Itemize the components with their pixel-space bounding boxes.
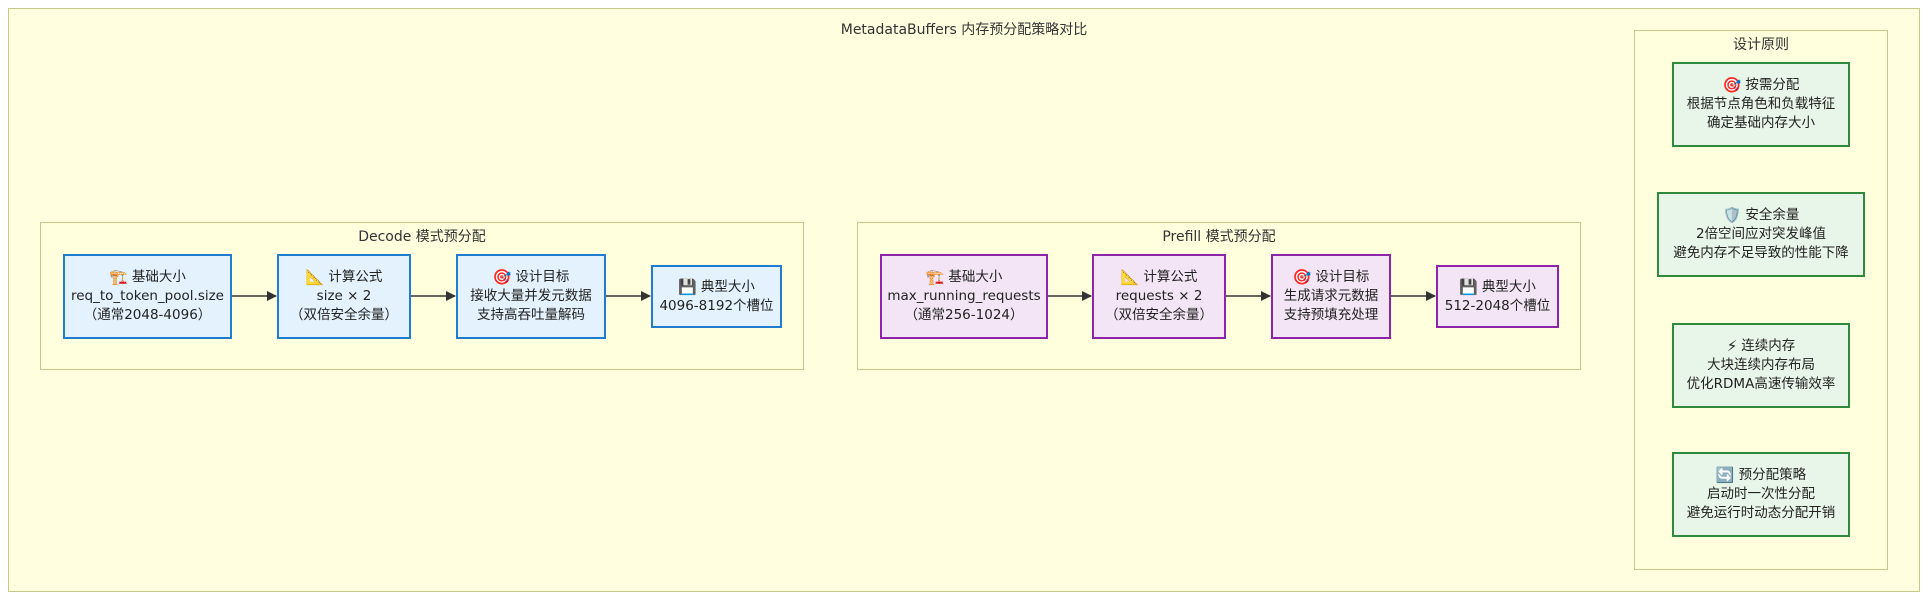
target-icon: 🎯	[1722, 76, 1742, 94]
node-line: 大块连续内存布局	[1707, 357, 1815, 373]
node-line: 避免运行时动态分配开销	[1686, 505, 1836, 521]
node-line: 支持预填充处理	[1283, 307, 1379, 323]
node-title: 计算公式	[1143, 269, 1198, 285]
prefill-base-size-node: 🏗️基础大小 max_running_requests （通常256-1024）	[880, 254, 1048, 339]
node-line: 避免内存不足导致的性能下降	[1673, 245, 1849, 261]
node-line: 启动时一次性分配	[1707, 486, 1815, 502]
node-title: 典型大小	[1481, 278, 1536, 295]
node-line: max_running_requests	[887, 288, 1041, 304]
floppy-disk-icon: 💾	[1459, 277, 1478, 296]
node-title: 设计目标	[515, 269, 570, 285]
prefill-group-title: Prefill 模式预分配	[1162, 229, 1276, 245]
refresh-icon: 🔄	[1715, 466, 1735, 484]
node-title: 预分配策略	[1738, 467, 1807, 483]
node-line: 优化RDMA高速传输效率	[1686, 376, 1836, 392]
node-title: 典型大小	[700, 278, 755, 295]
principle-contiguous-memory-node: ⚡连续内存 大块连续内存布局 优化RDMA高速传输效率	[1672, 323, 1850, 408]
decode-base-size-node: 🏗️基础大小 req_to_token_pool.size （通常2048-40…	[63, 254, 232, 339]
node-line: req_to_token_pool.size	[71, 288, 224, 304]
node-line: （双倍安全余量）	[290, 307, 398, 323]
node-line: 接收大量并发元数据	[470, 288, 592, 304]
construction-icon: 🏗️	[109, 268, 128, 286]
principle-preallocation-node: 🔄预分配策略 启动时一次性分配 避免运行时动态分配开销	[1672, 452, 1850, 537]
prefill-typical-size-node: 💾典型大小 512-2048个槽位	[1436, 265, 1559, 328]
lightning-icon: ⚡	[1726, 337, 1738, 355]
construction-icon: 🏗️	[925, 268, 945, 286]
node-line: 4096-8192个槽位	[659, 297, 774, 314]
prefill-goal-node: 🎯设计目标 生成请求元数据 支持预填充处理	[1271, 254, 1391, 339]
triangle-ruler-icon: 📐	[305, 268, 325, 286]
target-icon: 🎯	[1292, 268, 1312, 286]
node-title: 计算公式	[328, 269, 383, 285]
node-title: 基础大小	[948, 269, 1003, 285]
node-line: （双倍安全余量）	[1105, 307, 1213, 323]
prefill-formula-node: 📐计算公式 requests × 2 （双倍安全余量）	[1092, 254, 1226, 339]
principle-on-demand-node: 🎯按需分配 根据节点角色和负载特征 确定基础内存大小	[1672, 62, 1850, 147]
target-icon: 🎯	[492, 268, 512, 286]
decode-goal-node: 🎯设计目标 接收大量并发元数据 支持高吞吐量解码	[456, 254, 606, 339]
decode-typical-size-node: 💾典型大小 4096-8192个槽位	[651, 265, 782, 328]
decode-group-title: Decode 模式预分配	[358, 229, 486, 245]
node-line: size × 2	[316, 288, 372, 304]
node-title: 基础大小	[131, 269, 186, 285]
node-title: 安全余量	[1745, 207, 1800, 223]
floppy-disk-icon: 💾	[678, 277, 697, 296]
node-line: 512-2048个槽位	[1444, 297, 1551, 314]
diagram-title: MetadataBuffers 内存预分配策略对比	[840, 22, 1088, 38]
node-title: 按需分配	[1745, 77, 1800, 93]
node-line: （通常2048-4096）	[83, 307, 212, 323]
node-line: requests × 2	[1115, 288, 1203, 304]
node-line: 支持高吞吐量解码	[477, 307, 585, 323]
shield-icon: 🛡️	[1722, 206, 1742, 224]
node-line: 生成请求元数据	[1283, 288, 1379, 304]
decode-formula-node: 📐计算公式 size × 2 （双倍安全余量）	[277, 254, 411, 339]
node-title: 连续内存	[1741, 338, 1796, 354]
node-line: 根据节点角色和负载特征	[1686, 96, 1836, 112]
node-title: 设计目标	[1315, 269, 1370, 285]
principle-safety-margin-node: 🛡️安全余量 2倍空间应对突发峰值 避免内存不足导致的性能下降	[1657, 192, 1865, 277]
triangle-ruler-icon: 📐	[1120, 268, 1140, 286]
node-line: 确定基础内存大小	[1707, 115, 1815, 131]
principles-group-title: 设计原则	[1733, 37, 1789, 53]
node-line: （通常256-1024）	[904, 307, 1024, 323]
node-line: 2倍空间应对突发峰值	[1695, 226, 1827, 242]
